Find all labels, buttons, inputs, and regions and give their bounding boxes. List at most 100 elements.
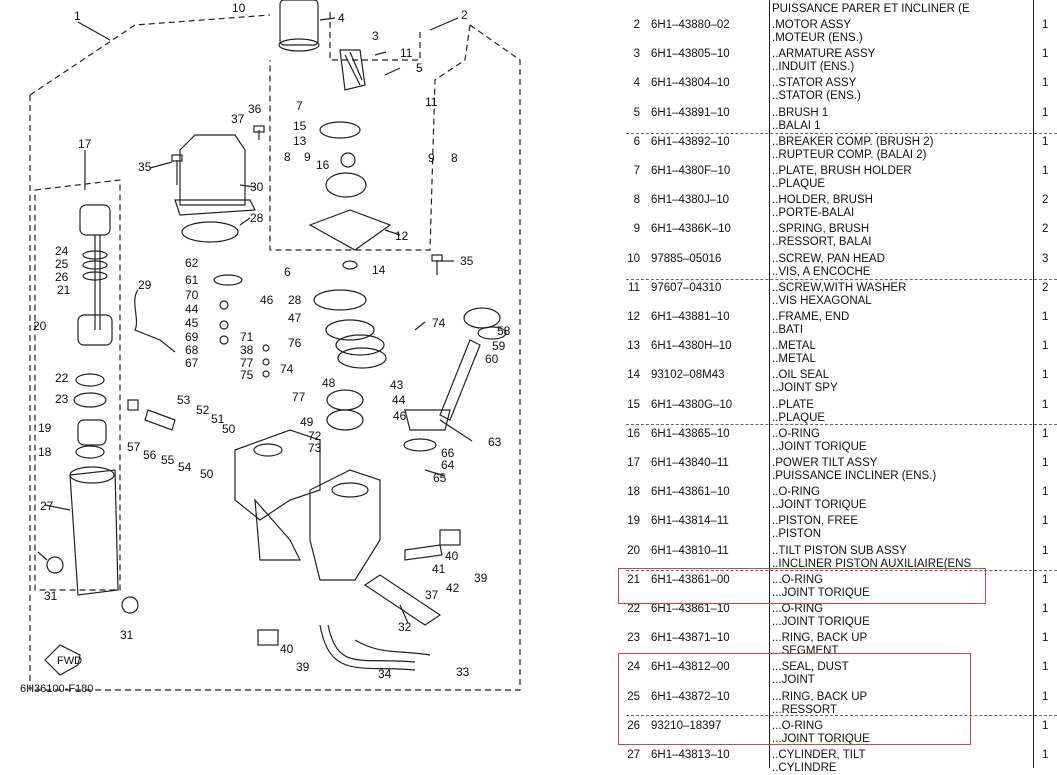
description-en: ..BRUSH 1 bbox=[772, 106, 829, 119]
ref-number: 24 bbox=[627, 661, 640, 674]
quantity: 1 bbox=[1042, 661, 1049, 674]
callout-15: 15 bbox=[293, 119, 307, 133]
part-number: 6H1–43861–00 bbox=[651, 573, 730, 586]
callout-13: 13 bbox=[293, 134, 307, 148]
callout-2: 2 bbox=[461, 8, 468, 22]
description-fr: ...JOINT TORIQUE bbox=[772, 732, 870, 745]
callout-30: 30 bbox=[250, 180, 264, 194]
part-number: 6H1–43804–10 bbox=[651, 77, 730, 90]
description-en: ..ARMATURE ASSY bbox=[772, 48, 876, 61]
diagram-drawing bbox=[29, 0, 521, 691]
callout-69: 69 bbox=[185, 330, 199, 344]
description-fr: ..VIS HEXAGONAL bbox=[772, 294, 872, 307]
ref-number: 27 bbox=[627, 749, 640, 761]
description-fr: .PUISSANCE INCLINER (ENS.) bbox=[772, 470, 937, 482]
ref-number: 4 bbox=[633, 77, 640, 90]
description-en: ..SCREW,WITH WASHER bbox=[772, 281, 907, 294]
callout-40: 40 bbox=[280, 642, 294, 656]
part-number: 6H1–43812–00 bbox=[651, 661, 730, 674]
part-number: 6H1–43840–11 bbox=[651, 457, 729, 469]
callout-36: 36 bbox=[248, 102, 262, 116]
callout-9: 9 bbox=[304, 150, 311, 164]
callout-76: 76 bbox=[288, 336, 302, 350]
description-fr: ..JOINT SPY bbox=[772, 382, 838, 395]
ref-number: 19 bbox=[627, 515, 640, 528]
description-en: ..PLATE bbox=[772, 398, 814, 411]
part-number: 6H1–43891–10 bbox=[651, 106, 730, 119]
quantity: 1 bbox=[1042, 749, 1049, 761]
part-number: 97607–04310 bbox=[651, 281, 722, 294]
callout-74: 74 bbox=[432, 316, 446, 330]
description-en: ..METAL bbox=[772, 340, 816, 353]
description-en: ..SPRING, BRUSH bbox=[772, 223, 870, 236]
ref-number: 16 bbox=[627, 427, 640, 440]
part-number: 6H1–43865–10 bbox=[651, 427, 730, 440]
description-en: ..PISTON, FREE bbox=[772, 515, 859, 528]
description-en: ...O-RING bbox=[772, 573, 824, 586]
ref-number: 17 bbox=[627, 457, 640, 469]
callout-44: 44 bbox=[392, 393, 406, 407]
callout-49: 49 bbox=[300, 415, 314, 429]
description-en: .POWER TILT ASSY bbox=[772, 457, 878, 469]
callout-28: 28 bbox=[250, 211, 264, 225]
callout-39: 39 bbox=[474, 571, 488, 585]
description-fr: ...JOINT bbox=[772, 674, 815, 687]
highlight-box-rows-24-26 bbox=[618, 653, 971, 745]
ref-number: 26 bbox=[627, 719, 640, 732]
quantity: 1 bbox=[1042, 719, 1049, 732]
ref-number: 21 bbox=[627, 573, 640, 586]
callout-33: 33 bbox=[456, 665, 470, 679]
part-number: 6H1–43861–10 bbox=[651, 603, 730, 615]
part-number: 6H1–4380H–10 bbox=[651, 340, 732, 353]
callout-35: 35 bbox=[460, 254, 474, 268]
callout-47: 47 bbox=[288, 311, 302, 325]
callout-37: 37 bbox=[231, 112, 245, 126]
description-en: ..OIL SEAL bbox=[772, 369, 830, 382]
callout-67: 67 bbox=[185, 356, 199, 370]
callout-19: 19 bbox=[38, 421, 52, 435]
callout-10: 10 bbox=[232, 1, 246, 15]
row-separator bbox=[626, 570, 1057, 571]
exploded-parts-diagram: 1 2 10 4 3 11 5 11 7 36 37 15 13 17 8 9 … bbox=[20, 0, 521, 695]
callout-7: 7 bbox=[296, 99, 303, 113]
callout-73: 73 bbox=[308, 441, 322, 455]
callout-numbers: 1 2 10 4 3 11 5 11 7 36 37 15 13 17 8 9 … bbox=[20, 1, 511, 695]
callout-61: 61 bbox=[185, 273, 199, 287]
row-separator bbox=[626, 279, 1057, 280]
callout-77: 77 bbox=[240, 356, 254, 370]
callout-65: 65 bbox=[433, 471, 447, 485]
ref-number: 13 bbox=[627, 340, 640, 353]
part-number: 6H1–43805–10 bbox=[651, 48, 730, 61]
description-fr: .MOTEUR (ENS.) bbox=[772, 32, 863, 44]
callout-41: 41 bbox=[432, 562, 446, 576]
ref-number: 25 bbox=[627, 690, 640, 703]
callout-51: 51 bbox=[211, 412, 225, 426]
description-en: .MOTOR ASSY bbox=[772, 19, 852, 31]
quantity: 3 bbox=[1042, 252, 1049, 265]
quantity: 1 bbox=[1042, 77, 1049, 90]
description-en: ..STATOR ASSY bbox=[772, 77, 857, 90]
description-en: ..O-RING bbox=[772, 486, 820, 499]
part-number: 6H1–43810–11 bbox=[651, 544, 729, 557]
diagram-svg: 1 2 10 4 3 11 5 11 7 36 37 15 13 17 8 9 … bbox=[20, 0, 521, 695]
description-fr: ..INDUIT (ENS.) bbox=[772, 61, 855, 74]
callout-9: 9 bbox=[428, 151, 435, 165]
description-en: ..BREAKER COMP. (BRUSH 2) bbox=[772, 135, 934, 148]
part-number: 6H1–43861–10 bbox=[651, 486, 730, 499]
description-fr: ..BATI bbox=[772, 324, 804, 336]
ref-number: 15 bbox=[627, 398, 640, 411]
callout-50: 50 bbox=[200, 467, 214, 481]
part-number: 93210–18397 bbox=[651, 719, 722, 732]
description-fr: ..PISTON bbox=[772, 528, 821, 541]
